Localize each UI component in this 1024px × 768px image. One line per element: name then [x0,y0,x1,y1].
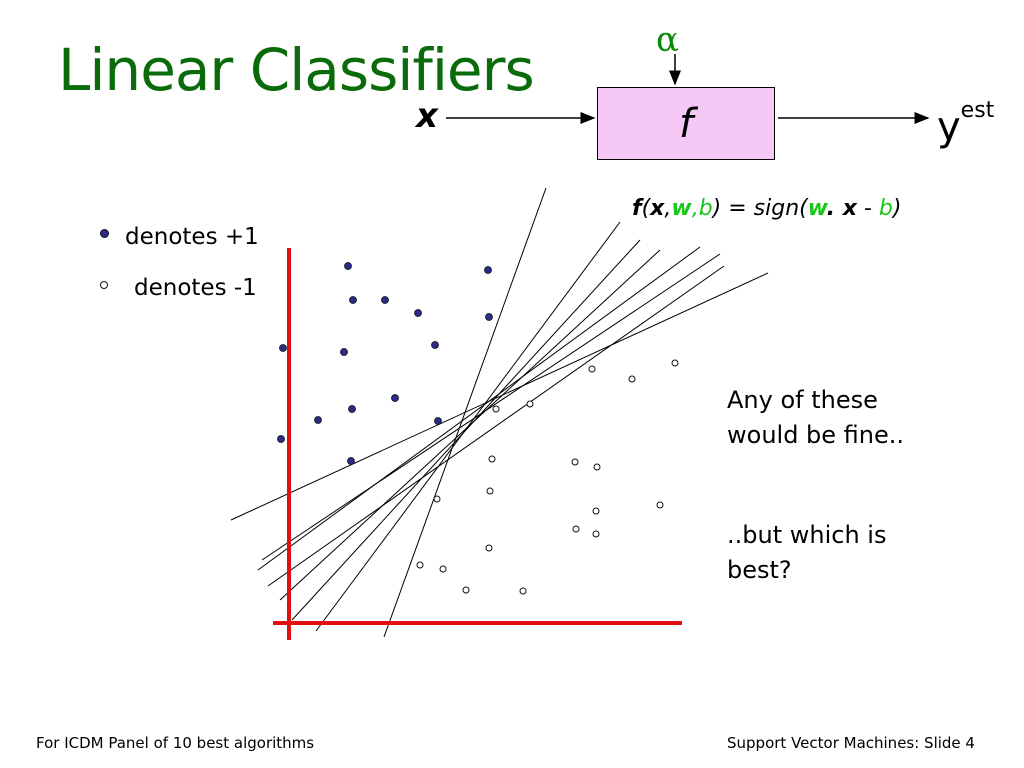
positive-point-9 [431,341,439,349]
note-any-fine: Any of these would be fine.. [727,386,905,449]
slide-title: Linear Classifiers [58,36,535,104]
output-superscript: est [960,98,995,123]
negative-point-19 [519,587,527,595]
formula-part: ( [641,196,651,221]
positive-point-8 [340,348,348,356]
negative-point-16 [416,561,424,569]
positive-point-5 [414,309,422,317]
legend-negative-label: denotes -1 [134,275,257,301]
negative-point-17 [439,565,447,573]
candidate-line-6 [261,253,721,561]
candidate-line-8 [230,272,769,521]
formula-b: b [698,196,713,221]
negative-point-8 [593,463,601,471]
positive-point-12 [314,416,322,424]
negative-point-2 [671,359,679,367]
positive-point-2 [484,266,492,274]
hollow-dot-icon [100,280,108,289]
positive-point-13 [434,417,442,425]
alpha-symbol: α [656,20,679,60]
formula-part: - [856,196,879,221]
classifier-formula: f(x,w,b) = sign(w. x - b) [632,196,901,221]
positive-point-14 [277,435,285,443]
positive-point-4 [381,296,389,304]
negative-point-11 [656,501,664,509]
formula-part: , [691,196,699,221]
positive-point-11 [348,405,356,413]
negative-point-7 [571,458,579,466]
negative-point-14 [592,530,600,538]
formula-w2: w [807,196,827,221]
positive-point-3 [349,296,357,304]
function-box: f [597,87,775,160]
formula-b2: b [878,196,893,221]
positive-point-6 [485,313,493,321]
candidate-line-4 [279,249,661,601]
candidate-line-3 [291,239,641,621]
negative-point-5 [526,400,534,408]
note-which-best: ..but which is best? [727,521,887,584]
filled-dot-icon [100,229,109,238]
output-base: y [937,104,961,150]
formula-w: w [671,196,692,221]
legend-negative: denotes -1 [100,275,257,301]
legend-positive-label: denotes +1 [125,224,259,250]
negative-point-18 [462,586,470,594]
input-x-label: x [416,96,438,136]
negative-point-12 [592,507,600,515]
output-y-label: yest [937,98,994,150]
positive-point-15 [347,457,355,465]
formula-part: ) = sign( [712,196,808,221]
negative-point-6 [488,455,496,463]
positive-point-1 [344,262,352,270]
formula-dot: . [826,196,843,221]
negative-point-1 [588,365,596,373]
negative-point-15 [485,544,493,552]
footer-right: Support Vector Machines: Slide 4 [727,734,975,752]
footer-left: For ICDM Panel of 10 best algorithms [36,734,315,752]
negative-point-4 [492,405,500,413]
formula-part: , [664,196,672,221]
candidate-line-7 [267,265,725,587]
negative-point-10 [433,495,441,503]
negative-point-13 [572,525,580,533]
function-label: f [678,100,694,147]
formula-part: ) [892,196,902,221]
formula-x: x [650,196,665,221]
candidate-line-5 [257,246,701,571]
positive-point-10 [391,394,399,402]
data-points [277,262,679,595]
formula-x2: x [842,196,857,221]
negative-point-9 [486,487,494,495]
negative-point-3 [628,375,636,383]
positive-point-7 [279,344,287,352]
candidate-lines [230,187,769,638]
legend-positive: denotes +1 [100,224,259,250]
formula-f: f [632,196,642,221]
